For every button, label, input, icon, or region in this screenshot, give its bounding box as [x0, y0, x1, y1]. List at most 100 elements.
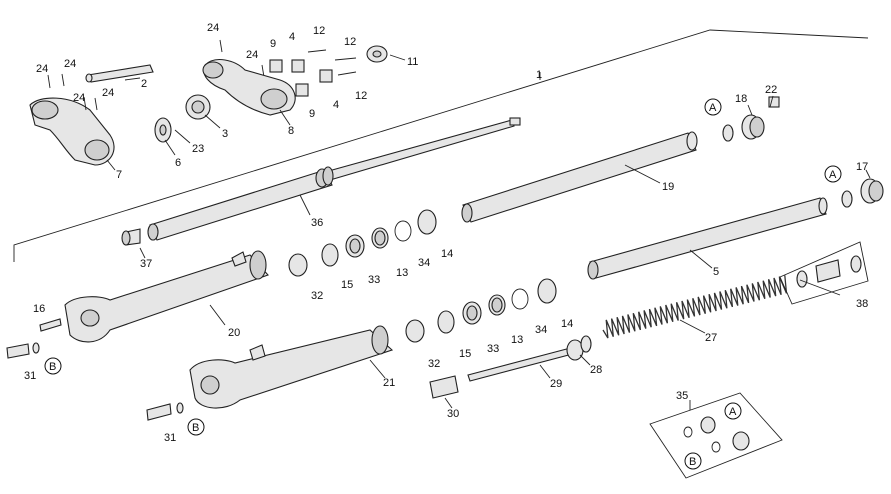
reference-mark-b3: B: [684, 452, 702, 470]
callout-9a: 9: [270, 38, 276, 50]
svg-text:B: B: [49, 361, 56, 373]
callout-24a: 24: [36, 63, 48, 75]
callout-14b: 14: [561, 318, 573, 330]
reference-mark-a2: A: [824, 165, 842, 183]
fork-tube-5: [587, 197, 828, 280]
callout-24e: 24: [207, 22, 219, 34]
callout-6: 6: [175, 157, 181, 169]
callout-24d: 24: [102, 87, 114, 99]
callout-29: 29: [550, 378, 562, 390]
callout-33b: 33: [487, 343, 499, 355]
cap-nut-11: [366, 45, 388, 63]
kit-38-parts: [796, 255, 862, 288]
kit-box-35: [649, 392, 783, 479]
callout-19: 19: [662, 181, 674, 193]
reference-mark-a3: A: [724, 402, 742, 420]
callout-24b: 24: [64, 58, 76, 70]
callout-20: 20: [228, 327, 240, 339]
callout-35: 35: [676, 390, 688, 402]
callout-13b: 13: [511, 334, 523, 346]
handlebar-clamp-7: [29, 97, 115, 166]
callout-32a: 32: [311, 290, 323, 302]
callout-27: 27: [705, 332, 717, 344]
callout-9b: 9: [309, 108, 315, 120]
callout-30: 30: [447, 408, 459, 420]
callout-13a: 13: [396, 267, 408, 279]
kit-35-parts: [683, 416, 750, 453]
svg-text:A: A: [709, 102, 717, 114]
reference-mark-b1: B: [44, 357, 62, 375]
spring-27: [602, 275, 788, 339]
spacer-30: [429, 375, 459, 399]
callout-12a: 12: [313, 25, 325, 37]
svg-text:B: B: [192, 422, 199, 434]
callout-17: 17: [856, 161, 868, 173]
callout-34a: 34: [418, 257, 430, 269]
bolt-16: [39, 318, 62, 332]
damper-rod-29: [467, 339, 584, 382]
callout-21: 21: [383, 377, 395, 389]
callout-38: 38: [856, 298, 868, 310]
o-ring-a-mid: [841, 190, 853, 208]
callout-37: 37: [140, 258, 152, 270]
callout-15a: 15: [341, 279, 353, 291]
callout-24f: 24: [246, 49, 258, 61]
callout-31b: 31: [164, 432, 176, 444]
fork-slider-21: [189, 325, 394, 409]
callout-12b: 12: [344, 36, 356, 48]
callout-36: 36: [311, 217, 323, 229]
callout-14a: 14: [441, 248, 453, 260]
fork-slider-20: [64, 250, 269, 343]
fork-tube-36: [147, 117, 521, 241]
svg-text:A: A: [729, 406, 737, 418]
clamp-9-4-set: [269, 59, 333, 97]
axle-bolt-31-upper: [6, 342, 40, 359]
washer-28: [580, 335, 592, 353]
svg-text:A: A: [829, 169, 837, 181]
screw-22: [768, 96, 780, 108]
seal-set-lower: [405, 278, 557, 343]
callout-4a: 4: [289, 31, 295, 43]
callout-24c: 24: [73, 92, 85, 104]
washer-6: [154, 117, 172, 143]
callout-33a: 33: [368, 274, 380, 286]
reference-mark-a1: A: [704, 98, 722, 116]
seal-set-upper: [288, 209, 437, 277]
callout-12c: 12: [355, 90, 367, 102]
callout-16: 16: [33, 303, 45, 315]
o-ring-a-upper: [722, 124, 734, 142]
callout-18: 18: [735, 93, 747, 105]
cap-17: [860, 178, 884, 204]
callout-3: 3: [222, 128, 228, 140]
svg-text:B: B: [689, 456, 696, 468]
cap-18: [741, 114, 765, 140]
callout-labels: 1 2 3 4 4 5 6 7 8 9 9 11 12 12 12 13 13 …: [24, 22, 868, 444]
triple-clamp-8: [202, 59, 296, 116]
callout-23: 23: [192, 143, 204, 155]
callout-15b: 15: [459, 348, 471, 360]
stud-2: [85, 64, 154, 83]
callout-2: 2: [141, 78, 147, 90]
callout-5: 5: [713, 266, 719, 278]
callout-34b: 34: [535, 324, 547, 336]
bushing-37: [121, 228, 141, 246]
callout-4b: 4: [333, 99, 339, 111]
leader-lines: [106, 54, 871, 410]
bolt-12-set: [307, 49, 357, 76]
damper-tube-19: [461, 131, 698, 223]
callout-7: 7: [116, 169, 122, 181]
assembly-bracket-line: [13, 29, 869, 262]
callout-31a: 31: [24, 370, 36, 382]
callout-32b: 32: [428, 358, 440, 370]
nut-3: [185, 94, 211, 120]
callout-11: 11: [407, 56, 418, 68]
axle-bolt-31-lower: [146, 402, 184, 421]
callout-8: 8: [288, 125, 294, 137]
callout-28: 28: [590, 364, 602, 376]
callout-1: 1: [536, 69, 542, 81]
reference-mark-b2: B: [187, 418, 205, 436]
callout-22: 22: [765, 84, 777, 96]
kit-box-38: [779, 241, 869, 305]
